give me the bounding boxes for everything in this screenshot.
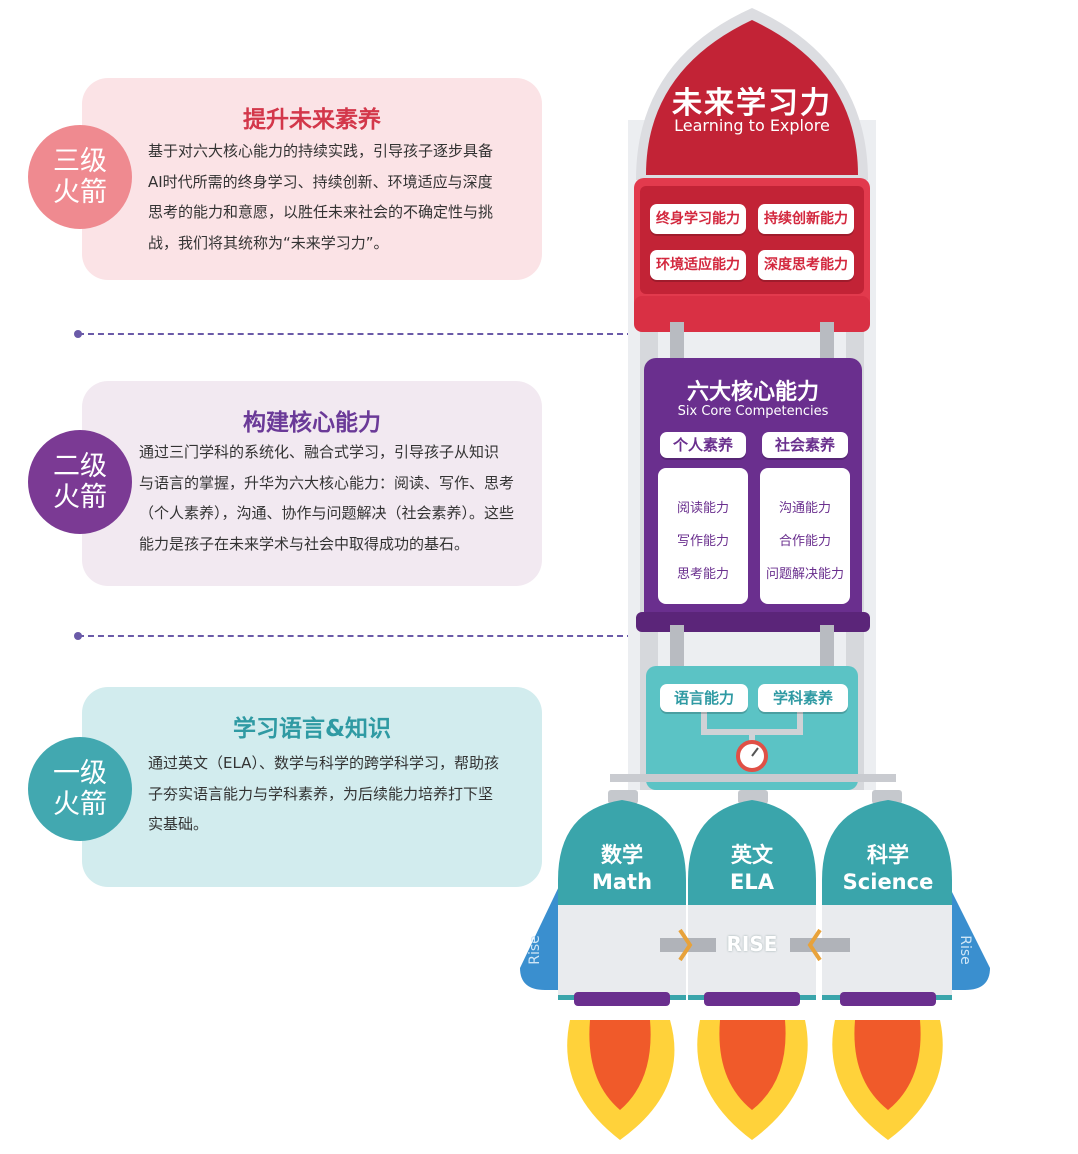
social-skill-item: 沟通能力 bbox=[778, 501, 831, 516]
stage2-line: 通过三门学科的系统化、融合式学习，引导孩子从知识 bbox=[139, 443, 500, 461]
stage3-line: 战，我们将其统称为“未来学习力”。 bbox=[148, 233, 389, 252]
brand-logo: RISE bbox=[726, 932, 778, 956]
nose-title-en: Learning to Explore bbox=[674, 116, 830, 135]
engine-science bbox=[822, 790, 952, 1006]
stage1-title: 学习语言&知识 bbox=[232, 716, 392, 742]
personal-skills-panel: 阅读能力 写作能力 思考能力 bbox=[658, 468, 748, 604]
engine-ela-label: 英文 ELA bbox=[730, 843, 774, 894]
personal-skill-item: 阅读能力 bbox=[676, 501, 729, 516]
stage3-line: 思考的能力和意愿，以胜任未来社会的不确定性与挑 bbox=[148, 203, 494, 221]
social-skill-item: 合作能力 bbox=[778, 534, 831, 549]
stage2-line: 能力是孩子在未来学术与社会中取得成功的基石。 bbox=[139, 534, 470, 553]
nose-title-cn: 未来学习力 bbox=[672, 86, 832, 121]
fin-right-logo: Rise bbox=[956, 935, 973, 965]
stage3-description: 基于对六大核心能力的持续实践，引导孩子逐步具备 AI时代所需的终身学习、持续创新… bbox=[148, 136, 540, 258]
nose-cone bbox=[646, 20, 858, 175]
engine-ela bbox=[688, 790, 816, 1006]
core-title-en: Six Core Competencies bbox=[677, 404, 829, 419]
personal-skill-item: 思考能力 bbox=[676, 567, 729, 582]
language-ability-pill: 语言能力 bbox=[660, 684, 748, 712]
stage1-line: 子夯实语言能力与学科素养，为后续能力培养打下坚 bbox=[148, 784, 494, 803]
subject-literacy-pill: 学科素养 bbox=[758, 684, 848, 712]
stage2-line: 与语言的掌握，升华为六大核心能力：阅读、写作、思考 bbox=[139, 473, 515, 492]
stage3-line: AI时代所需的终身学习、持续创新、环境适应与深度 bbox=[148, 172, 493, 191]
engine-math bbox=[558, 790, 686, 1006]
flames bbox=[567, 1020, 943, 1140]
fin-left-logo: Rise bbox=[526, 935, 543, 965]
personal-skill-item: 写作能力 bbox=[676, 534, 729, 549]
stage1-line: 实基础。 bbox=[148, 815, 209, 833]
engine-math-label: 数学 Math bbox=[591, 843, 653, 894]
core-title-cn: 六大核心能力 bbox=[686, 380, 819, 405]
stage2-badge: 二级火箭 bbox=[28, 430, 132, 534]
future-skill-pill: 深度思考能力 bbox=[758, 250, 854, 280]
stage1-badge: 一级火箭 bbox=[28, 737, 132, 841]
stage3-line: 基于对六大核心能力的持续实践，引导孩子逐步具备 bbox=[148, 142, 494, 160]
future-skill-pill: 终身学习能力 bbox=[650, 204, 746, 234]
divider-line-lower bbox=[74, 632, 633, 640]
stage2-title: 构建核心能力 bbox=[243, 410, 381, 436]
divider-line-upper bbox=[74, 330, 633, 338]
stage1-line: 通过英文（ELA）、数学与科学的跨学科学习，帮助孩 bbox=[148, 754, 499, 772]
stage3-card: 提升未来素养 bbox=[82, 78, 542, 280]
stage1-description: 通过英文（ELA）、数学与科学的跨学科学习，帮助孩 子夯实语言能力与学科素养，为… bbox=[148, 748, 540, 840]
future-skill-pill: 环境适应能力 bbox=[650, 250, 746, 280]
future-skill-pill: 持续创新能力 bbox=[758, 204, 854, 234]
personal-literacy-header: 个人素养 bbox=[660, 432, 746, 458]
stage2-description: 通过三门学科的系统化、融合式学习，引导孩子从知识 与语言的掌握，升华为六大核心能… bbox=[139, 437, 539, 559]
social-literacy-header: 社会素养 bbox=[762, 432, 848, 458]
stage3-title: 提升未来素养 bbox=[243, 107, 381, 133]
social-skill-item: 问题解决能力 bbox=[765, 567, 844, 582]
stage2-card: 构建核心能力 bbox=[82, 381, 542, 586]
stage3-badge: 三级火箭 bbox=[28, 125, 132, 229]
social-skills-panel: 沟通能力 合作能力 问题解决能力 bbox=[760, 468, 850, 604]
engine-science-label: 科学 Science bbox=[842, 843, 934, 894]
stage1-card: 学习语言&知识 bbox=[82, 687, 542, 887]
stage2-line: （个人素养），沟通、协作与问题解决（社会素养）。这些 bbox=[139, 504, 515, 522]
